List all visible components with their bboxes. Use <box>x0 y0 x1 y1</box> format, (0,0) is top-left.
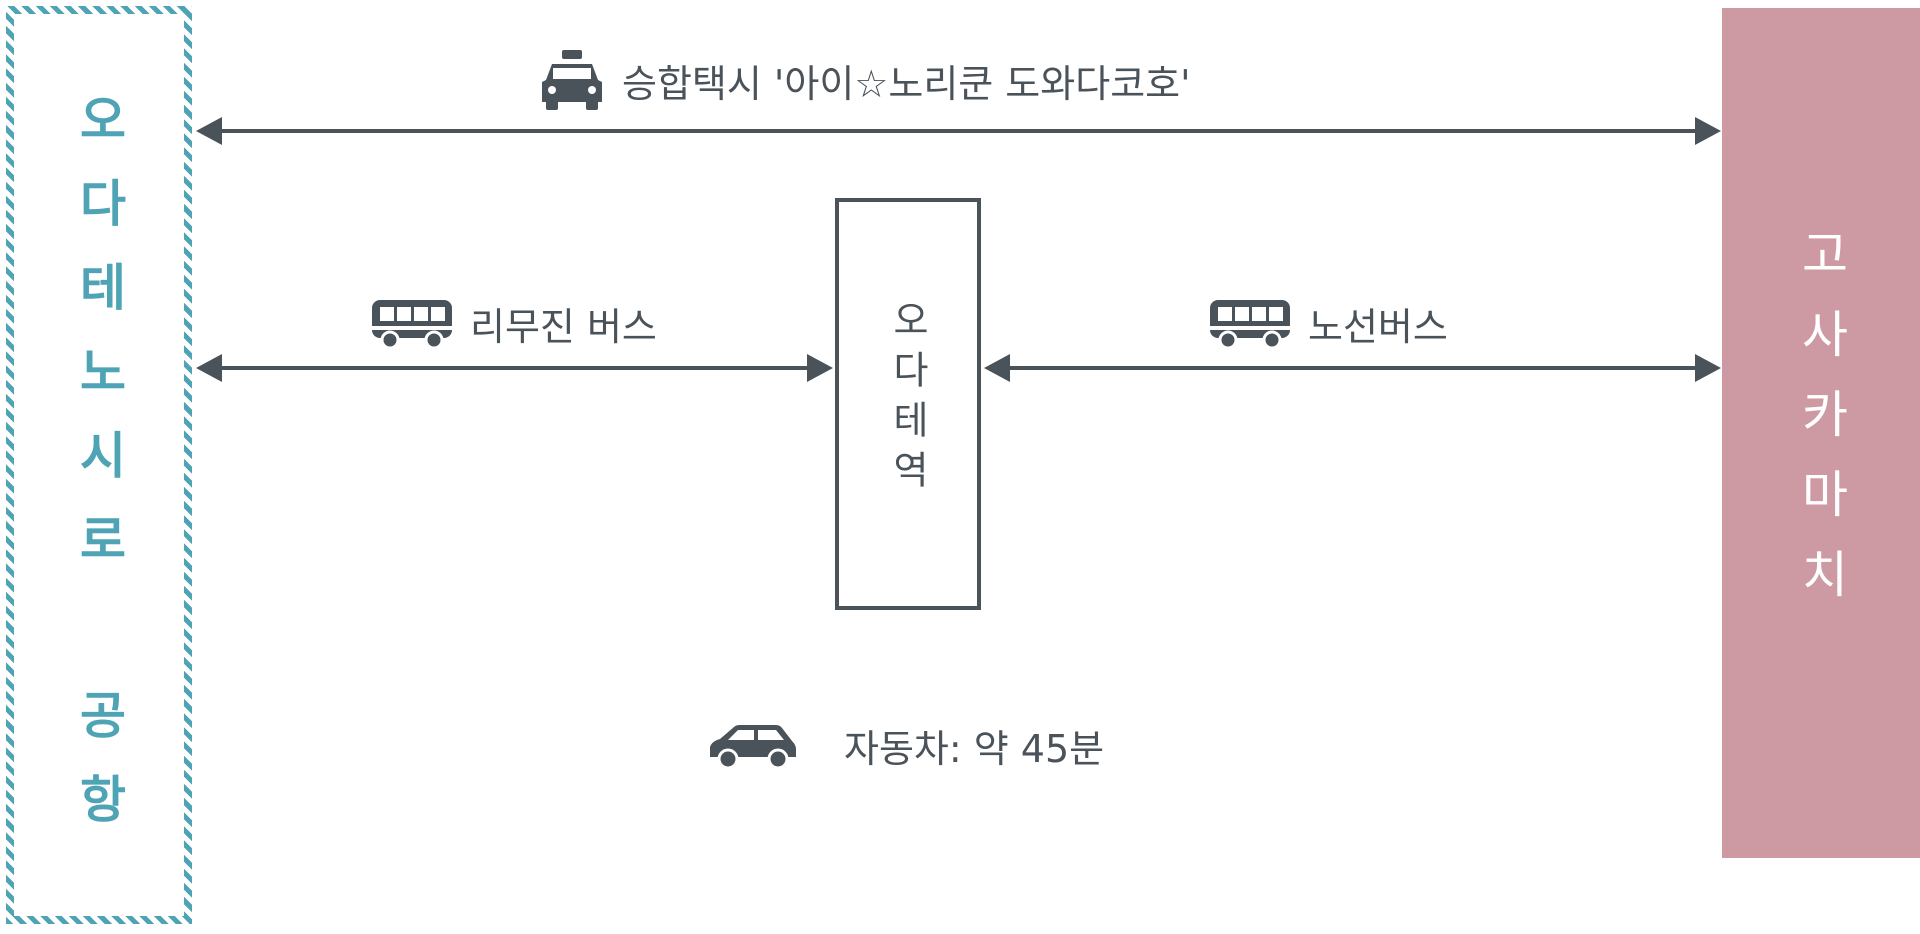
limousine-route-text: 리무진 버스 <box>470 305 657 349</box>
airport-label: 오다테노시로 공항 <box>70 93 128 857</box>
bus-icon <box>1210 299 1290 349</box>
limousine-route-label: 리무진 버스 <box>370 296 657 351</box>
taxi-arrow <box>196 117 1721 145</box>
route-bus-text: 노선버스 <box>1308 305 1448 349</box>
airport-box: 오다테노시로 공항 <box>6 6 192 924</box>
taxi-route-text: 승합택시 '아이☆노리쿤 도와다코호' <box>622 61 1191 106</box>
station-box: 오다테역 <box>835 198 981 610</box>
kosaka-label: 고사카마치 <box>1792 228 1850 628</box>
station-label: 오다테역 <box>885 300 930 500</box>
car-route-text: 자동차: 약 45분 <box>844 727 1105 771</box>
taxi-icon <box>542 50 602 110</box>
kosaka-box: 고사카마치 <box>1722 8 1920 858</box>
car-route-label: 자동차: 약 45분 <box>706 718 1104 773</box>
limousine-arrow <box>196 354 833 382</box>
route-bus-arrow <box>984 354 1721 382</box>
route-bus-label: 노선버스 <box>1208 296 1448 351</box>
bus-icon <box>372 299 452 349</box>
taxi-route-label: 승합택시 '아이☆노리쿤 도와다코호' <box>538 48 1191 112</box>
car-icon <box>710 724 796 769</box>
